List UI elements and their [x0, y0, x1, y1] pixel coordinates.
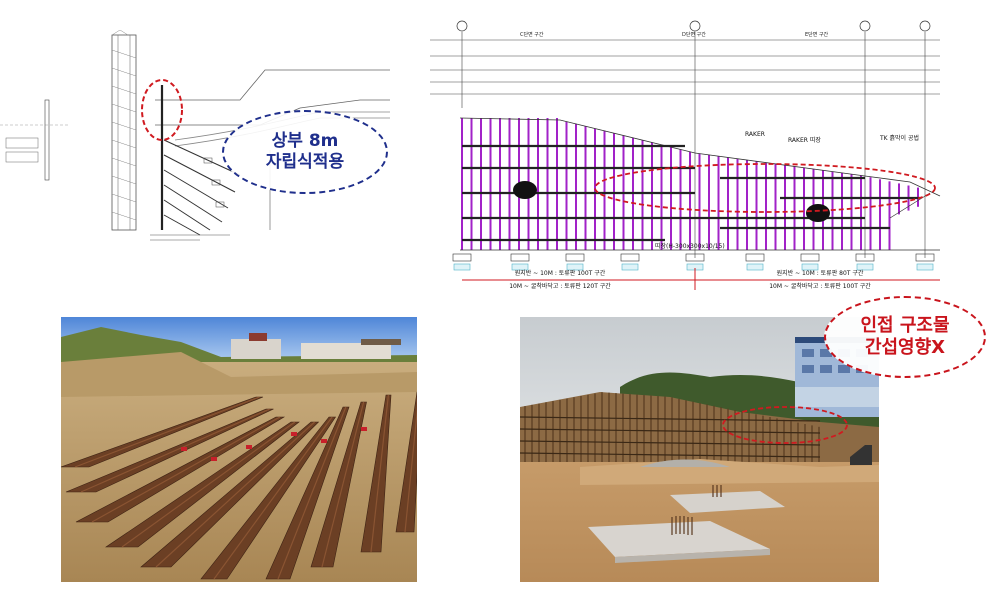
adjacent-wall-highlight	[722, 406, 848, 444]
section-drawing-svg	[0, 30, 390, 241]
elevation-drawing-svg: C단면 구간 D단면 구간 E단면 구간	[430, 20, 941, 290]
upper-self-supporting-callout: 상부 8m 자립식적용	[222, 110, 388, 194]
upper-callout-line2: 자립식적용	[265, 152, 345, 172]
elevation-drawing: C단면 구간 D단면 구간 E단면 구간	[420, 18, 987, 296]
construction-site-photo	[520, 317, 879, 582]
raker-waler-label: RAKER 띠장	[788, 136, 821, 144]
bottom-label-2: 10M ~ 굴착바닥고 : 토류판 120T 구간	[509, 282, 611, 290]
raker-label: RAKER	[745, 131, 765, 138]
bottom-label-1: 원지반 ~ 10M : 토류판 100T 구간	[515, 269, 606, 277]
bottom-label-4: 10M ~ 굴착바닥고 : 토류판 100T 구간	[769, 282, 871, 290]
upper-pile-highlight	[141, 79, 183, 141]
adjacent-callout-line1: 인접 구조물	[860, 314, 950, 336]
steel-beams-photo	[61, 317, 417, 582]
bottom-label-3: 원지반 ~ 10M : 토류판 80T 구간	[777, 269, 864, 277]
steel-beams-photo-svg	[61, 317, 417, 582]
waler-label: 띠장(H-300x300x10/15)	[655, 242, 725, 250]
adjacent-structure-callout: 인접 구조물 간섭영향X	[824, 296, 986, 378]
adjacent-callout-line2: 간섭영향X	[864, 337, 946, 358]
tk-method-label: TK 흙막이 공법	[879, 134, 919, 142]
section-drawing	[0, 30, 392, 260]
section-label-d: D단면 구간	[682, 31, 706, 38]
construction-site-photo-svg	[520, 317, 879, 582]
section-label-e: E단면 구간	[805, 31, 829, 38]
upper-callout-line1: 상부 8m	[271, 130, 339, 151]
adjacent-structure-highlight	[594, 163, 936, 213]
section-label-c: C단면 구간	[520, 31, 544, 38]
